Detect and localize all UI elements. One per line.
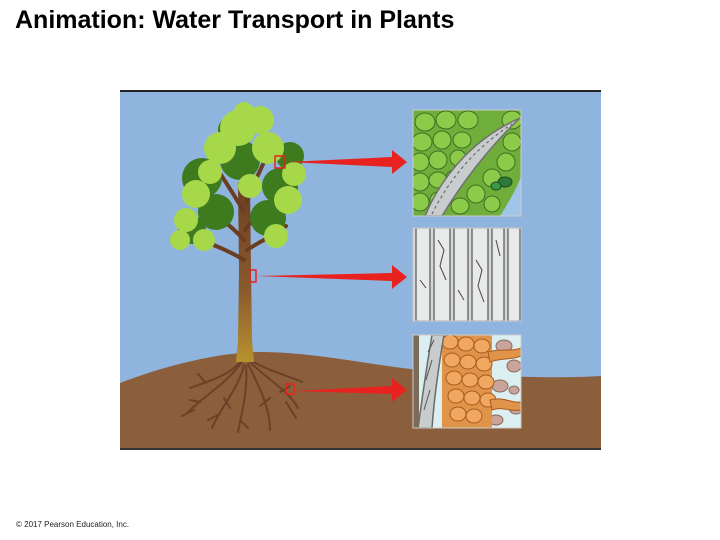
root-tissue-panel [413,335,523,428]
leaf-cells-panel [411,110,522,216]
xylem-vessels-panel [413,228,521,321]
figure-bottom-border [120,448,601,450]
copyright-notice: © 2017 Pearson Education, Inc. [16,520,129,529]
water-transport-figure [120,90,601,450]
figure-canvas [120,90,601,450]
slide-title: Animation: Water Transport in Plants [15,6,454,35]
figure-top-border [120,90,601,92]
